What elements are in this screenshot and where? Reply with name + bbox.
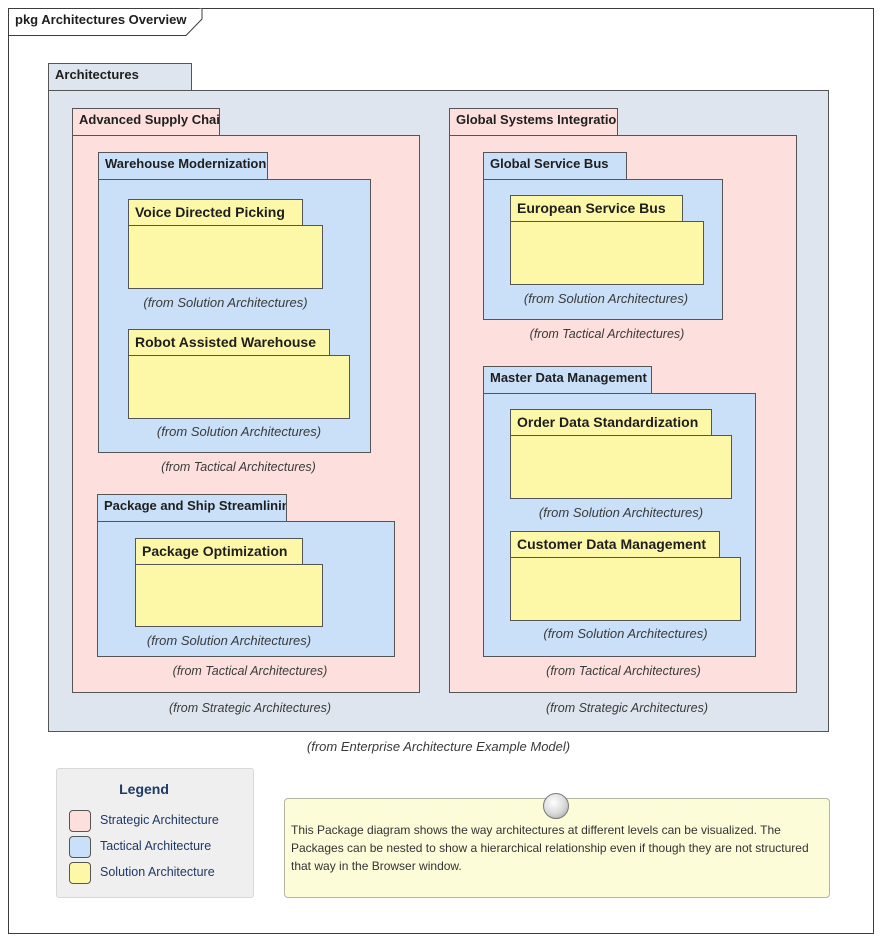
package-tab-robot-assisted-warehouse[interactable]: Robot Assisted Warehouse — [128, 329, 330, 356]
package-tab-order-data-standardization[interactable]: Order Data Standardization — [510, 409, 712, 436]
legend-swatch-tactical — [69, 836, 91, 858]
package-body-order-data-standardization[interactable] — [510, 435, 732, 499]
package-name-advanced-supply-chain: Advanced Supply Chain — [79, 112, 220, 127]
legend-label-solution: Solution Architecture — [100, 865, 215, 879]
package-body-package-optimization[interactable] — [135, 564, 323, 627]
package-body-customer-data-management[interactable] — [510, 557, 741, 621]
package-name-master-data-management: Master Data Management — [490, 370, 647, 385]
legend-label-strategic: Strategic Architecture — [100, 813, 219, 827]
package-name-order-data-standardization: Order Data Standardization — [517, 414, 699, 430]
package-body-european-service-bus[interactable] — [510, 221, 704, 285]
package-name-global-systems-integration: Global Systems Integration — [456, 112, 618, 127]
legend-swatch-solution — [69, 862, 91, 884]
package-tab-warehouse-modernization[interactable]: Warehouse Modernization — [98, 152, 268, 180]
note-pin-icon — [543, 793, 569, 819]
legend-label-tactical: Tactical Architecture — [100, 839, 212, 853]
from-label-global-systems-integration: (from Strategic Architectures) — [545, 701, 709, 715]
package-tab-european-service-bus[interactable]: European Service Bus — [510, 195, 683, 222]
package-tab-global-systems-integration[interactable]: Global Systems Integration — [449, 108, 618, 136]
diagram-frame — [8, 8, 874, 934]
from-label-package-optimization: (from Solution Architectures) — [146, 633, 312, 648]
package-tab-package-optimization[interactable]: Package Optimization — [135, 538, 303, 565]
package-name-robot-assisted-warehouse: Robot Assisted Warehouse — [135, 334, 316, 350]
from-label-advanced-supply-chain: (from Strategic Architectures) — [168, 701, 332, 715]
package-name-warehouse-modernization: Warehouse Modernization — [105, 156, 267, 171]
package-tab-voice-directed-picking[interactable]: Voice Directed Picking — [128, 199, 303, 226]
package-tab-architectures[interactable]: Architectures — [48, 63, 192, 91]
from-label-european-service-bus: (from Solution Architectures) — [523, 291, 689, 306]
package-tab-global-service-bus[interactable]: Global Service Bus — [483, 152, 627, 180]
package-tab-customer-data-management[interactable]: Customer Data Management — [510, 531, 720, 558]
package-name-voice-directed-picking: Voice Directed Picking — [135, 204, 285, 220]
from-label-order-data-standardization: (from Solution Architectures) — [538, 505, 704, 520]
from-label-warehouse-modernization: (from Tactical Architectures) — [161, 460, 316, 474]
diagram-title: pkg Architectures Overview — [15, 12, 187, 27]
package-body-voice-directed-picking[interactable] — [128, 225, 323, 289]
from-label-master-data-management: (from Tactical Architectures) — [546, 664, 701, 678]
package-name-customer-data-management: Customer Data Management — [517, 536, 707, 552]
from-label-architectures: (from Enterprise Architecture Example Mo… — [306, 739, 571, 754]
package-body-robot-assisted-warehouse[interactable] — [128, 355, 350, 419]
from-label-customer-data-management: (from Solution Architectures) — [543, 626, 708, 641]
from-label-global-service-bus: (from Tactical Architectures) — [529, 327, 685, 341]
package-tab-advanced-supply-chain[interactable]: Advanced Supply Chain — [72, 108, 220, 136]
package-name-package-and-ship: Package and Ship Streamlining — [104, 498, 287, 513]
from-label-robot-assisted-warehouse: (from Solution Architectures) — [156, 424, 322, 439]
legend-title: Legend — [119, 781, 169, 797]
diagram-title-tab — [8, 8, 203, 36]
package-tab-master-data-management[interactable]: Master Data Management — [483, 366, 652, 394]
package-name-architectures: Architectures — [55, 67, 139, 82]
package-name-european-service-bus: European Service Bus — [517, 200, 666, 216]
legend-swatch-strategic — [69, 810, 91, 832]
package-tab-package-and-ship[interactable]: Package and Ship Streamlining — [97, 494, 287, 522]
from-label-voice-directed-picking: (from Solution Architectures) — [143, 295, 308, 310]
package-name-package-optimization: Package Optimization — [142, 543, 288, 559]
from-label-package-and-ship: (from Tactical Architectures) — [172, 664, 328, 678]
note-text: This Package diagram shows the way archi… — [291, 823, 809, 873]
package-name-global-service-bus: Global Service Bus — [490, 156, 609, 171]
